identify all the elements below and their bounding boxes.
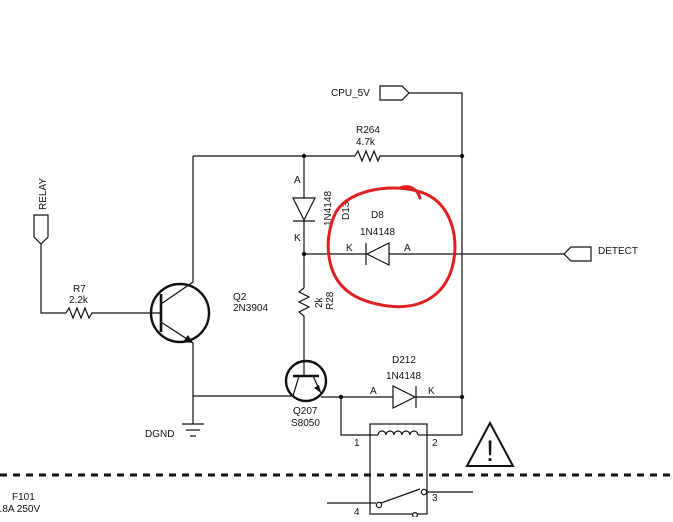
r7-ref: R7 [73, 284, 86, 295]
cpu-5v-net-flag: CPU_5V [331, 86, 409, 100]
relay-coil [370, 424, 427, 514]
junction-node [460, 395, 464, 399]
diode-d13-body [293, 198, 315, 220]
d8-value: 1N4148 [360, 227, 395, 238]
detect-net-flag: DETECT [564, 246, 638, 261]
switch-pin-4: 4 [354, 507, 360, 517]
coil-pin-1: 1 [354, 438, 360, 449]
d8-ref: D8 [371, 210, 384, 221]
warning-triangle-icon: ! [467, 423, 513, 468]
relay-switch [327, 489, 473, 517]
f101-ref: F101 [12, 492, 35, 503]
d212-cathode-label: K [428, 386, 435, 397]
r264-value: 4.7k [356, 137, 376, 148]
d8-cathode-label: K [346, 243, 353, 254]
resistor-r28 [299, 288, 309, 366]
f101-value: 0.8A 250V [0, 504, 40, 515]
cpu-5v-label: CPU_5V [331, 88, 370, 99]
coil-pin-2: 2 [432, 438, 438, 449]
r28-ref: R28 [325, 291, 336, 310]
wire-coil-left [341, 397, 370, 435]
d8-anode-label: A [404, 243, 411, 254]
d13-cathode-label: K [294, 233, 301, 244]
ground-symbol [182, 424, 204, 436]
d13-anode-label: A [294, 175, 301, 186]
transistor-q2 [151, 156, 209, 396]
q207-value: S8050 [291, 418, 320, 429]
relay-label: RELAY [38, 178, 49, 210]
r264-ref: R264 [356, 125, 380, 136]
wire-relay-input [41, 244, 66, 313]
detect-label: DETECT [598, 246, 638, 257]
q207-ref: Q207 [293, 406, 318, 417]
resistor-r7 [66, 308, 160, 318]
r7-value: 2.2k [69, 295, 89, 306]
diode-d8-body [367, 243, 389, 265]
d212-ref: D212 [392, 355, 416, 366]
diode-d212-body [393, 386, 415, 408]
q2-value: 2N3904 [233, 303, 268, 314]
dgnd-label: DGND [145, 429, 174, 440]
d212-anode-label: A [370, 386, 377, 397]
relay-net-flag: RELAY [34, 178, 49, 244]
warning-exclamation: ! [486, 435, 494, 468]
d212-value: 1N4148 [386, 371, 421, 382]
resistor-r264 [355, 151, 462, 161]
switch-pin-3: 3 [432, 493, 438, 504]
junction-node [460, 154, 464, 158]
r28-value: 2k [314, 296, 325, 308]
q2-ref: Q2 [233, 292, 247, 303]
transistor-q207 [286, 361, 326, 401]
